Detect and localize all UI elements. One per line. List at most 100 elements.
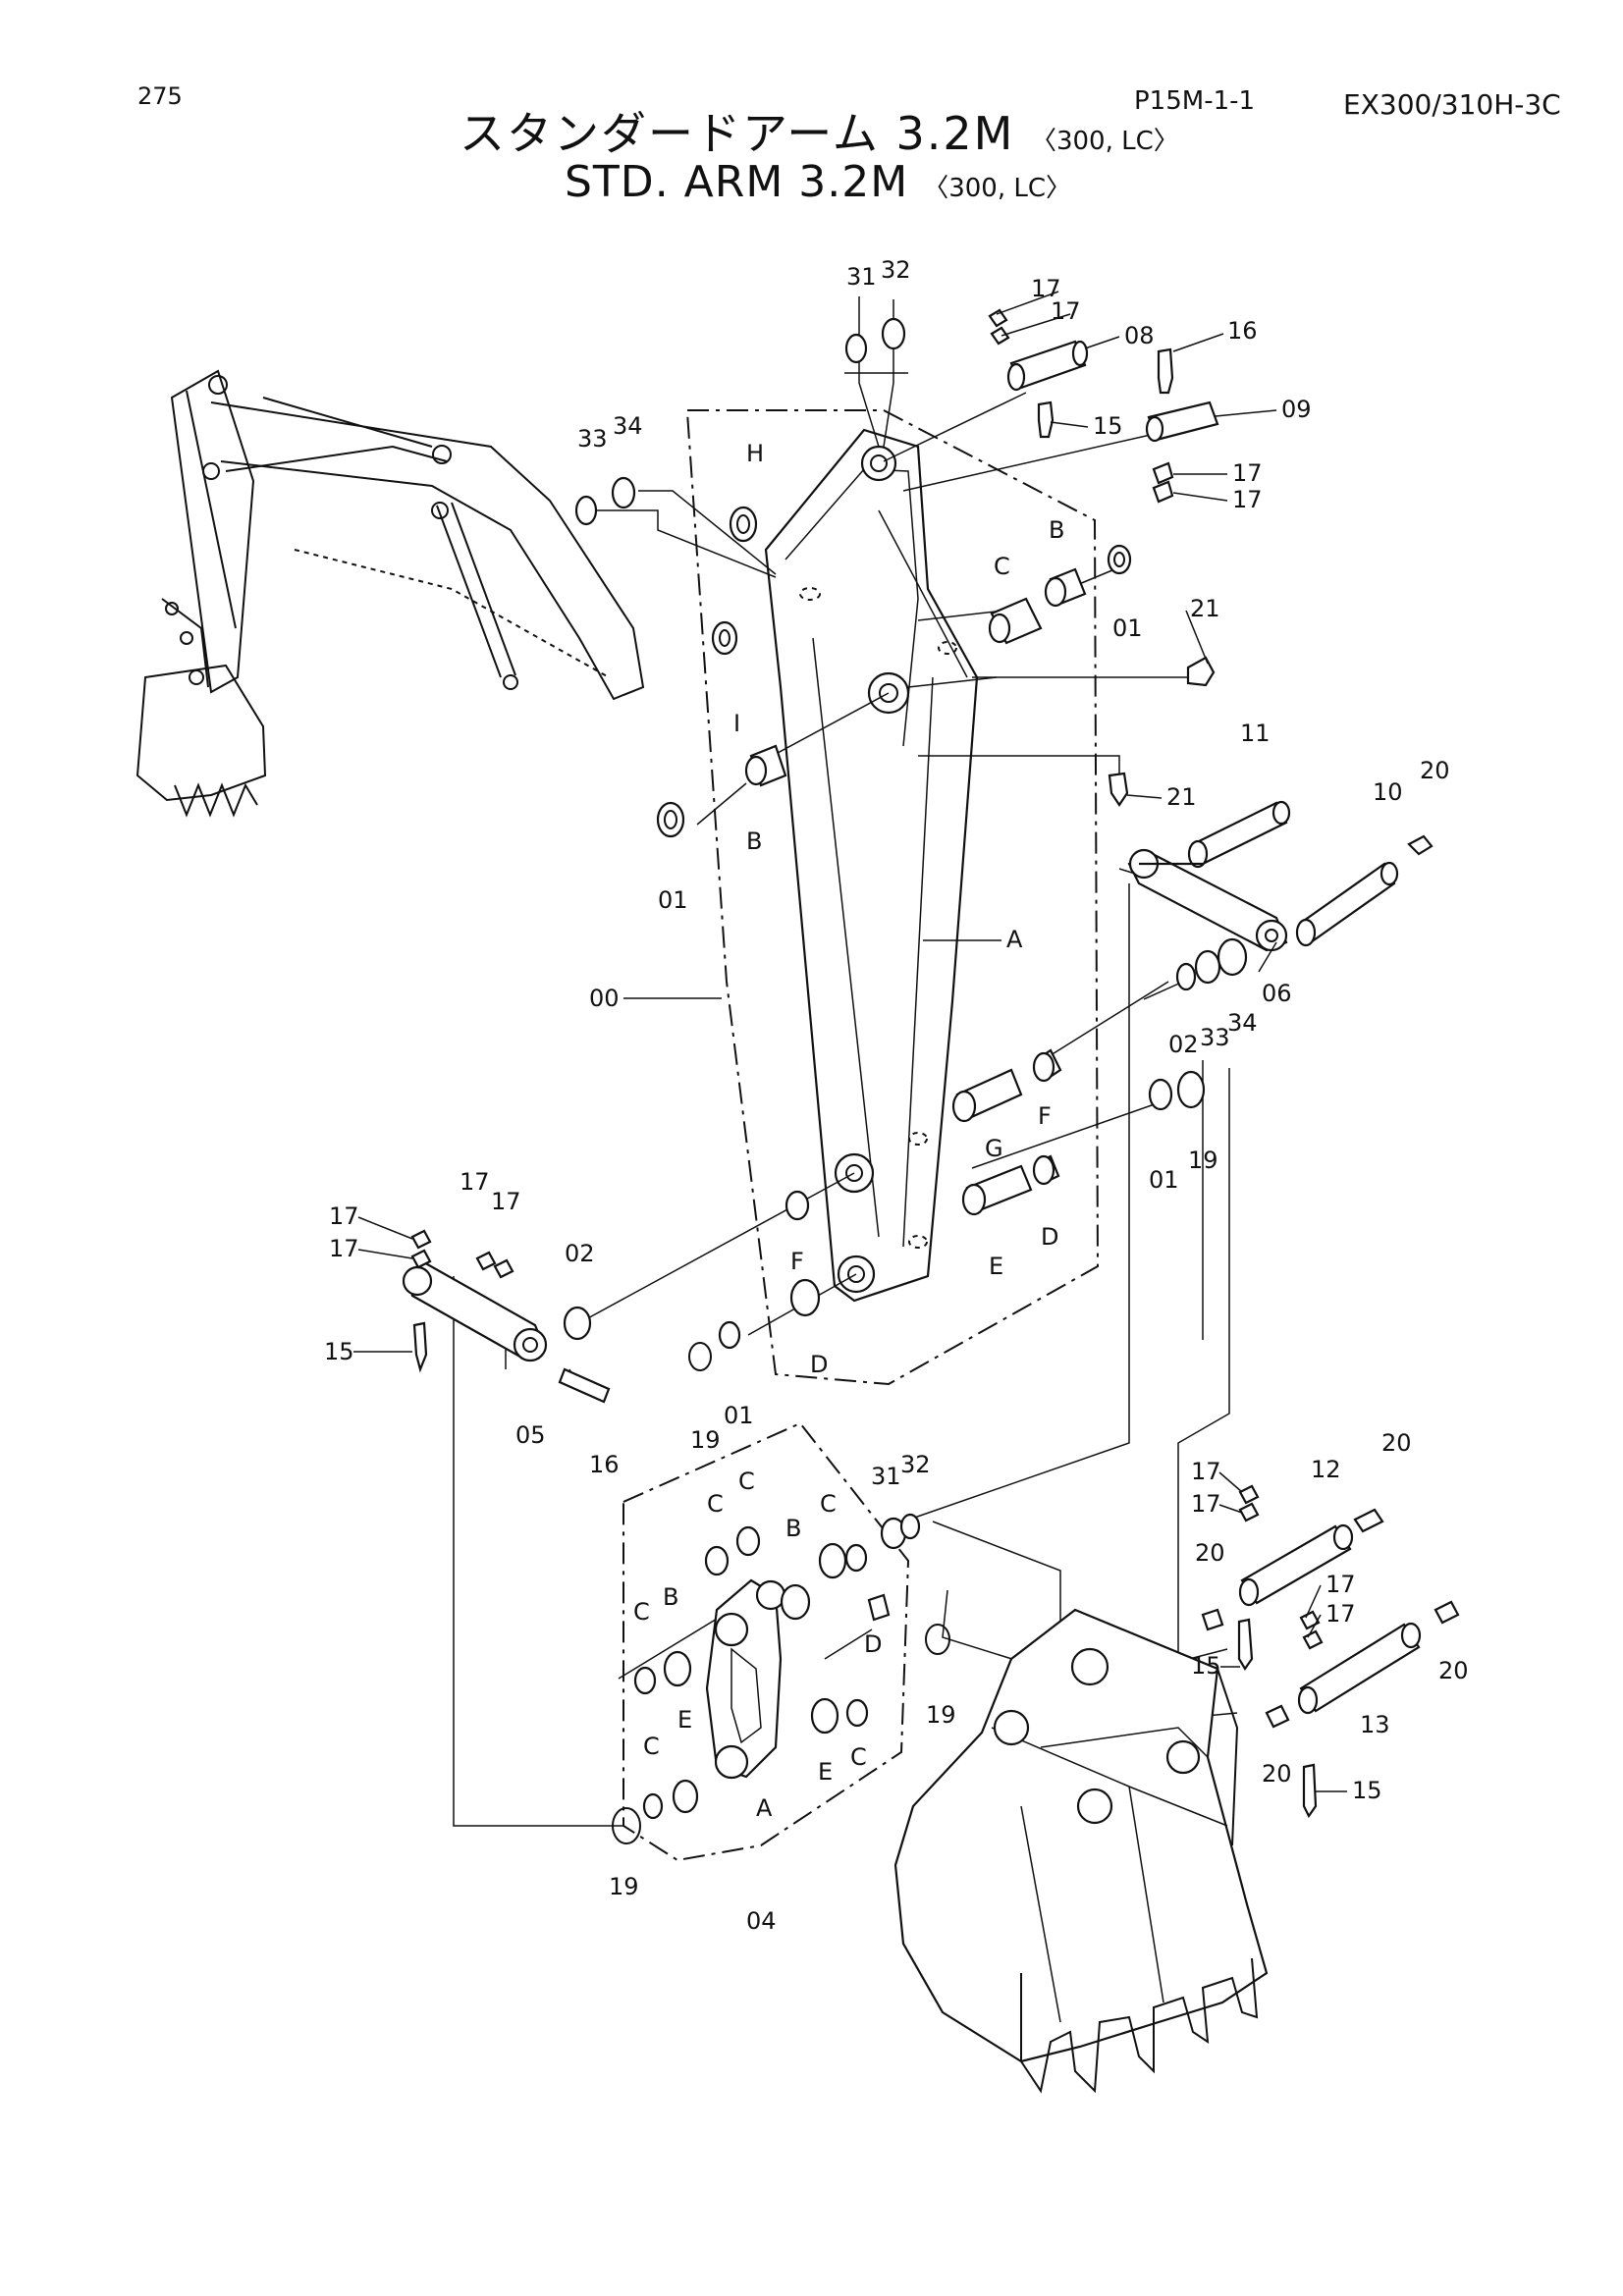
- title-japanese-text: スタンダードアーム 3.2M: [460, 107, 1015, 160]
- callout-10: 10: [1373, 778, 1403, 806]
- callout-C-top: C: [994, 553, 1010, 580]
- callout-C-l3: C: [820, 1490, 837, 1518]
- callout-C-l2: C: [738, 1468, 755, 1495]
- callout-C-l4: C: [633, 1598, 650, 1626]
- callout-20-mid: 20: [1195, 1539, 1225, 1567]
- callout-34-mid: 34: [1227, 1009, 1258, 1037]
- callout-11: 11: [1240, 720, 1271, 747]
- callout-17-b: 17: [1051, 297, 1081, 325]
- callout-labels: 31 32 17 17 08 16 09 15 17 17 33 34 H I …: [324, 256, 1469, 1935]
- callout-17-j: 17: [1191, 1490, 1221, 1518]
- callout-32-top: 32: [881, 256, 911, 284]
- callout-32-low: 32: [900, 1451, 931, 1478]
- callout-01-right: 01: [1149, 1166, 1179, 1194]
- model-number: EX300/310H-3C: [1343, 88, 1561, 121]
- callout-leaders: [353, 291, 1347, 1792]
- callout-15-left: 15: [324, 1338, 354, 1365]
- callout-17-g: 17: [460, 1168, 490, 1196]
- callout-C-l5: C: [643, 1733, 660, 1760]
- callout-31-top: 31: [846, 263, 877, 291]
- link-assembly-boundary: [622, 1421, 910, 1862]
- callout-17-k: 17: [1325, 1571, 1356, 1598]
- callout-02-left: 02: [565, 1240, 595, 1267]
- link-and-pins-right: [688, 800, 1434, 1371]
- callout-A-link: A: [756, 1794, 773, 1822]
- callout-D-right: D: [1041, 1223, 1058, 1251]
- callout-15-low: 15: [1352, 1777, 1382, 1804]
- arm-body: [764, 428, 979, 1303]
- top-hardware: [574, 308, 1219, 838]
- callout-15-top: 15: [1093, 412, 1123, 440]
- callout-16-top: 16: [1227, 317, 1258, 345]
- callout-B-l1: B: [785, 1515, 801, 1542]
- callout-19-right: 19: [1188, 1147, 1218, 1174]
- callout-06: 06: [1262, 980, 1292, 1007]
- callout-20-top: 20: [1420, 757, 1450, 784]
- arm-assembly-boundary: [686, 409, 1100, 1386]
- callout-H: H: [746, 440, 764, 467]
- callout-17-c: 17: [1232, 459, 1263, 487]
- callout-21-mid: 21: [1166, 783, 1197, 811]
- callout-08: 08: [1124, 322, 1155, 349]
- bucket-pins-12-13: [1201, 1484, 1460, 1819]
- callout-E-right: E: [989, 1253, 1003, 1280]
- callout-05: 05: [515, 1421, 546, 1449]
- callout-20-r2: 20: [1438, 1657, 1469, 1684]
- callout-12: 12: [1311, 1456, 1341, 1483]
- link-05-left: [402, 1229, 611, 1404]
- callout-B-top: B: [1049, 516, 1064, 544]
- callout-17-h: 17: [491, 1188, 521, 1215]
- callout-G: G: [985, 1135, 1003, 1162]
- callout-F-mid: F: [790, 1248, 804, 1275]
- callout-C-l6: C: [850, 1743, 867, 1771]
- callout-17-f: 17: [329, 1235, 359, 1262]
- callout-20-low: 20: [1262, 1760, 1292, 1788]
- callout-D-mid: D: [810, 1351, 828, 1378]
- callout-B-left: B: [746, 828, 762, 855]
- callout-21-top: 21: [1190, 595, 1220, 622]
- callout-31-low: 31: [871, 1463, 901, 1490]
- callout-04: 04: [746, 1907, 777, 1935]
- bucket: [893, 1608, 1269, 2094]
- callout-B-l2: B: [663, 1583, 678, 1611]
- callout-01-mid: 01: [724, 1402, 754, 1429]
- callout-01-top: 01: [1112, 614, 1143, 642]
- callout-33-mid: 33: [1200, 1024, 1230, 1051]
- callout-20-r1: 20: [1381, 1429, 1412, 1457]
- callout-17-d: 17: [1232, 486, 1263, 513]
- title-english-variant: 〈300, LC〉: [923, 174, 1072, 203]
- callout-D-low: D: [864, 1630, 882, 1658]
- callout-F-right: F: [1038, 1102, 1052, 1130]
- callout-33-top: 33: [577, 425, 608, 453]
- callout-19-mid: 19: [690, 1426, 721, 1454]
- callout-01-left: 01: [658, 886, 688, 914]
- callout-19-low: 19: [926, 1701, 956, 1729]
- callout-15-mid: 15: [1191, 1652, 1221, 1680]
- excavator-attachment-overview: [135, 369, 645, 818]
- title-english: STD. ARM 3.2M 〈300, LC〉: [565, 157, 1071, 207]
- title-japanese-variant: 〈300, LC〉: [1030, 127, 1179, 156]
- callout-I: I: [733, 710, 740, 737]
- callout-E-l1: E: [677, 1706, 692, 1734]
- callout-13: 13: [1360, 1711, 1390, 1738]
- callout-17-i: 17: [1191, 1458, 1221, 1485]
- callout-19-left: 19: [609, 1873, 639, 1900]
- callout-17-l: 17: [1325, 1600, 1356, 1628]
- callout-17-a: 17: [1031, 275, 1061, 302]
- drawing-code: P15M-1-1: [1134, 86, 1256, 116]
- callout-16-left: 16: [589, 1451, 620, 1478]
- callout-34-top: 34: [613, 412, 643, 440]
- page-number: 275: [137, 82, 183, 110]
- callout-A-arm: A: [1006, 926, 1023, 953]
- title-japanese: スタンダードアーム 3.2M 〈300, LC〉: [460, 98, 1179, 163]
- callout-C-l1: C: [707, 1490, 724, 1518]
- callout-09: 09: [1281, 396, 1312, 423]
- callout-00: 00: [589, 985, 620, 1012]
- bucket-link-04: [612, 1513, 950, 1844]
- title-english-text: STD. ARM 3.2M: [565, 157, 909, 207]
- callout-E-l2: E: [818, 1758, 833, 1786]
- callout-02-right: 02: [1168, 1031, 1199, 1058]
- callout-17-e: 17: [329, 1202, 359, 1230]
